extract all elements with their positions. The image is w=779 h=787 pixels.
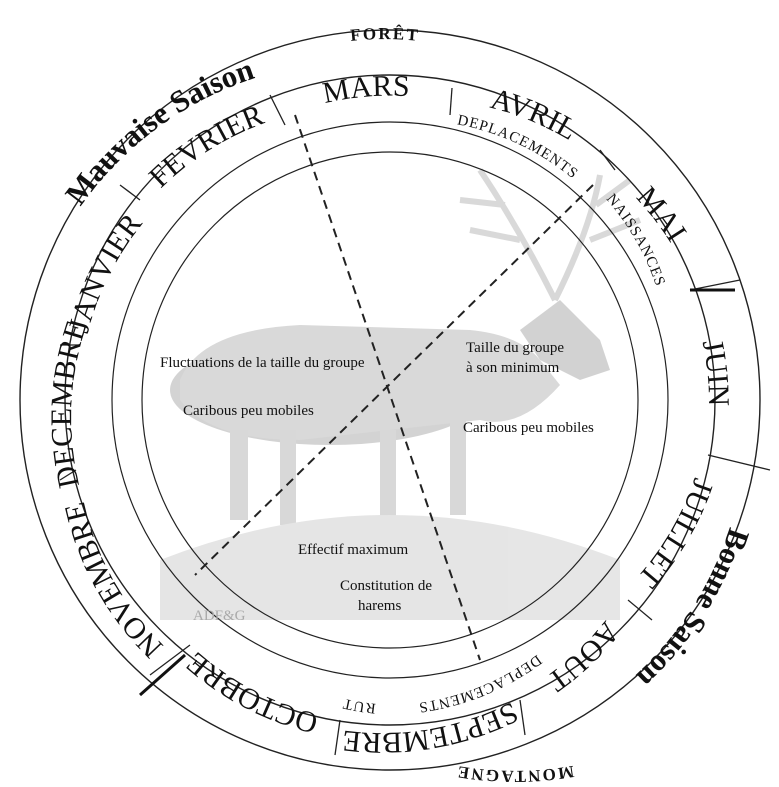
month-octobre: OCTOBRE <box>180 646 321 740</box>
month-janvier: JANVIER <box>62 208 148 337</box>
month-novembre: NOVEMBRE <box>58 499 169 664</box>
habitat-forest: FORÊT <box>349 24 420 45</box>
note-harems-1: Constitution de <box>340 578 432 594</box>
activity-rut: RUT <box>341 695 377 716</box>
note-low-mobility-right: Caribous peu mobiles <box>463 420 594 436</box>
watermark: ADF&G <box>193 608 246 624</box>
month-decembre: DECEMBRE <box>45 317 93 491</box>
month-aout: AOUT <box>541 615 625 697</box>
habitat-mountain: MONTAGNE <box>455 762 576 782</box>
note-max-size: Effectif maximum <box>298 542 408 558</box>
month-mars: MARS <box>320 70 410 110</box>
note-low-mobility-left: Caribous peu mobiles <box>183 403 314 419</box>
note-group-fluctuation: Fluctuations de la taille du groupe <box>160 355 365 371</box>
activity-migration-fall: DEPLACEMENTS <box>417 651 544 715</box>
month-juin: JUIN <box>696 337 735 407</box>
note-group-min-1: Taille du groupe <box>466 340 564 356</box>
season-good: Bonne Saison <box>630 524 756 695</box>
note-group-min-2: à son minimum <box>466 360 560 376</box>
note-harems-2: harems <box>358 598 401 614</box>
